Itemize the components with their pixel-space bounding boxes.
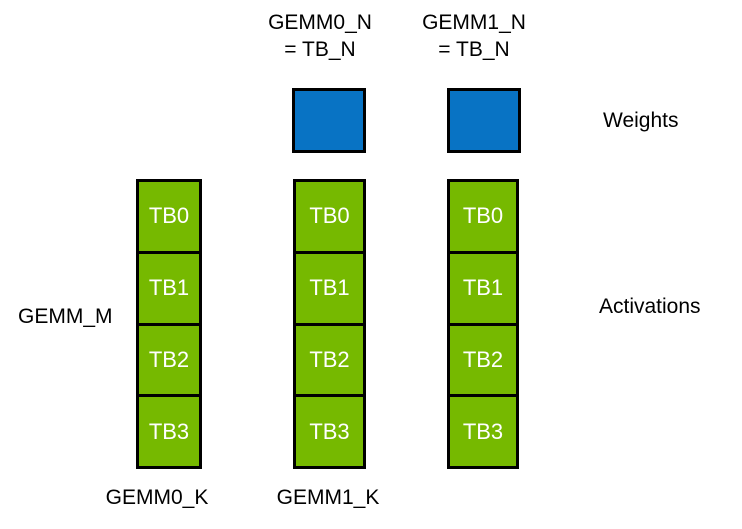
tb-cell: TB0 <box>296 182 363 254</box>
tb-cell: TB0 <box>450 182 516 254</box>
label-gemm-m: GEMM_M <box>18 305 113 328</box>
tb-cell: TB3 <box>309 418 350 444</box>
label-weights: Weights <box>603 109 679 132</box>
weight-matrix-gemm1 <box>447 88 521 153</box>
tb-cell: TB3 <box>148 418 190 444</box>
activation-column-1: TB0 TB1 TB2 TB3 <box>136 179 202 469</box>
tb-cell: TB1 <box>296 254 363 326</box>
tb-cell: TB3 <box>462 418 504 444</box>
label-gemm0-n: GEMM0_N = TB_N <box>220 9 420 63</box>
label-gemm0-n-line2: = TB_N <box>284 38 356 61</box>
label-gemm1-n: GEMM1_N = TB_N <box>374 9 574 63</box>
tb-cell: TB0 <box>139 182 199 254</box>
label-gemm1-n-line1: GEMM1_N <box>422 11 526 34</box>
label-gemm0-k: GEMM0_K <box>105 486 209 509</box>
label-gemm1-n-line2: = TB_N <box>438 38 510 61</box>
label-activations: Activations <box>599 295 701 318</box>
label-gemm1-k: GEMM1_K <box>276 486 380 509</box>
label-gemm0-n-line1: GEMM0_N <box>268 11 372 34</box>
tb-cell: TB1 <box>450 254 516 326</box>
tb-cell: TB1 <box>139 254 199 326</box>
activation-column-3: TB0 TB1 TB2 TB3 <box>447 179 519 469</box>
weight-matrix-gemm0 <box>292 88 366 153</box>
tb-cell: TB2 <box>296 326 363 398</box>
activation-column-2: TB0 TB1 TB2 TB3 <box>293 179 366 469</box>
tb-cell: TB2 <box>450 326 516 398</box>
tb-cell: TB2 <box>139 326 199 398</box>
